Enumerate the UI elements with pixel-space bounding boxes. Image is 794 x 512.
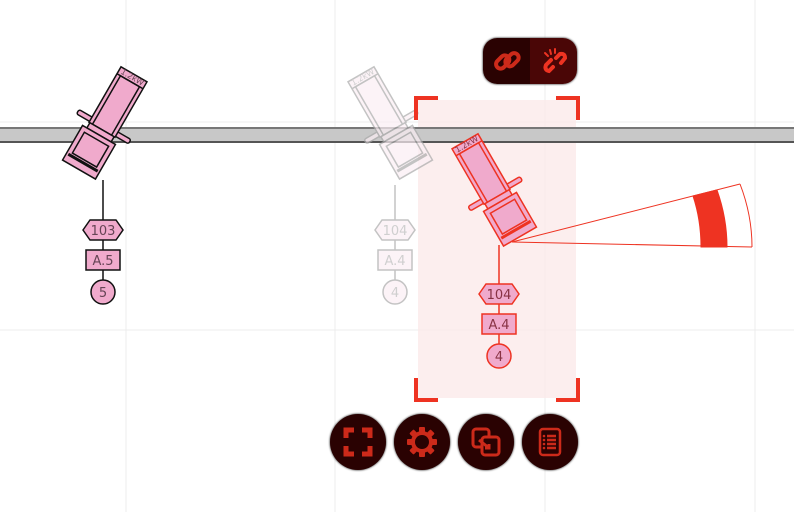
- channel-number: 104: [383, 224, 408, 239]
- lens-line: [351, 73, 379, 90]
- selection-corners: [414, 96, 580, 402]
- fixture-base: [378, 124, 434, 181]
- fixture-symbol: 1.2kW: [450, 132, 538, 248]
- fit-selection-button[interactable]: [330, 414, 386, 470]
- address-badge: [85, 249, 121, 271]
- fit-selection-icon: [343, 427, 373, 457]
- unit-badge: [382, 279, 408, 305]
- base-line: [500, 219, 532, 240]
- unit-number: 4: [495, 350, 503, 365]
- swap-button[interactable]: [458, 414, 514, 470]
- fixture-base-inner: [385, 131, 424, 169]
- fixture-base-inner: [71, 131, 110, 169]
- channel-badge: [82, 219, 124, 241]
- fixture-base-inner: [489, 198, 528, 236]
- address-label: A.4: [384, 254, 405, 269]
- fixture-base: [482, 191, 538, 248]
- link-icon: [493, 51, 521, 71]
- list-icon: [538, 427, 562, 457]
- lens-line: [455, 140, 483, 157]
- link-toggle[interactable]: [483, 38, 577, 84]
- channel-badge: [374, 219, 416, 241]
- unit-badge: [90, 279, 116, 305]
- unlink-icon: [542, 48, 567, 74]
- address-label: A.5: [92, 254, 113, 269]
- unlink-button[interactable]: [530, 38, 577, 84]
- base-line: [396, 152, 428, 173]
- gear-icon: [407, 427, 437, 457]
- unit-number: 5: [99, 286, 107, 301]
- link-button[interactable]: [483, 38, 530, 84]
- list-button[interactable]: [522, 414, 578, 470]
- swap-copy-icon: [471, 427, 501, 457]
- address-badge: [377, 249, 413, 271]
- address-label: A.4: [488, 318, 509, 333]
- fixture-base: [61, 124, 117, 181]
- base-line: [67, 152, 99, 173]
- settings-button[interactable]: [394, 414, 450, 470]
- lens-line: [116, 73, 144, 90]
- unit-badge: [486, 343, 512, 369]
- fixture-symbol: 1.2kW: [61, 65, 149, 181]
- unit-number: 4: [391, 286, 399, 301]
- beam-wedge: [511, 183, 753, 248]
- channel-number: 104: [487, 288, 512, 303]
- channel-badge: [478, 283, 520, 305]
- address-badge: [481, 313, 517, 335]
- channel-number: 103: [91, 224, 116, 239]
